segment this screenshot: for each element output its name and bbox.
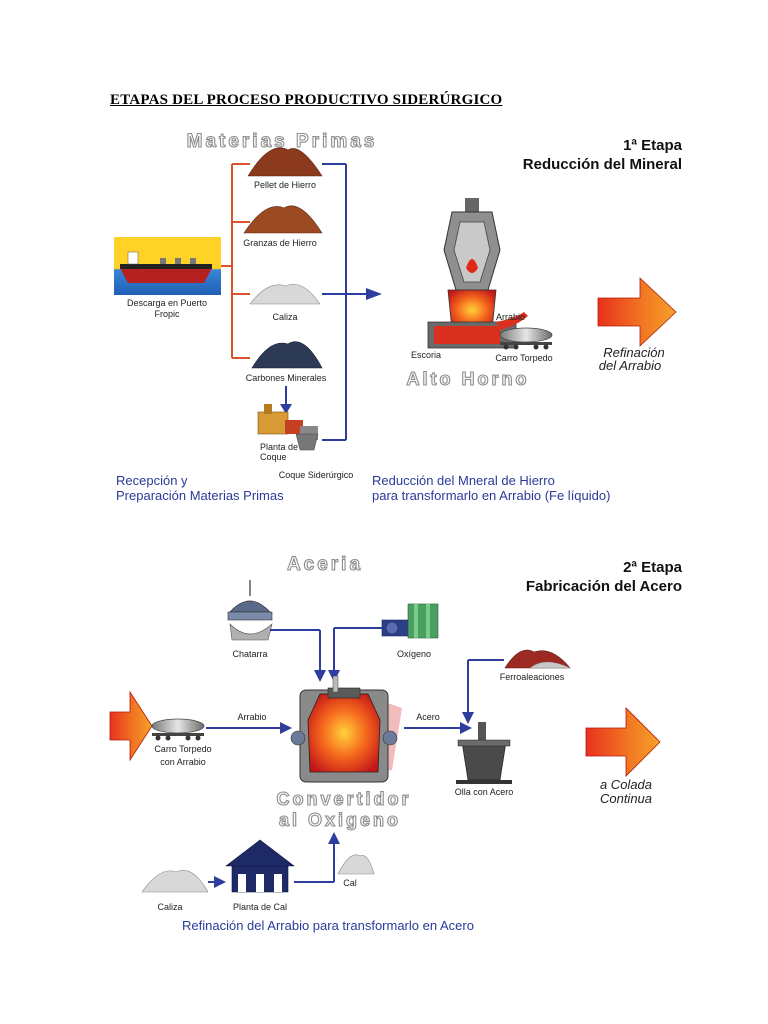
continuous-casting-arrow-icon bbox=[585, 707, 661, 777]
converter-title-line2: al Oxigeno bbox=[279, 810, 401, 830]
coke-plant-label-line2: Coque bbox=[260, 452, 287, 462]
ship-label-line1: Descarga en Puerto bbox=[127, 298, 207, 308]
document-title: ETAPAS DEL PROCESO PRODUCTIVO SIDERÚRGIC… bbox=[110, 92, 503, 108]
lime-arrowhead bbox=[328, 832, 340, 844]
oxygen-label: Oxígeno bbox=[397, 649, 431, 659]
steelworks-title: Aceria bbox=[287, 554, 363, 575]
scrap-label: Chatarra bbox=[232, 649, 267, 659]
caption-reduction-line2: para transformarlo en Arrabio (Fe líquid… bbox=[372, 488, 610, 503]
lime-feed-line bbox=[294, 842, 335, 883]
next-stage-label-line1: Refinación bbox=[603, 345, 664, 360]
incoming-stage-arrow-icon bbox=[109, 690, 153, 762]
raw-material-bracket bbox=[221, 163, 250, 359]
iron-pellet-pile-icon bbox=[247, 147, 323, 177]
next-stage-label-line2: del Arrabio bbox=[599, 358, 661, 373]
blast-furnace-icon bbox=[427, 198, 528, 349]
limestone-arrowhead bbox=[214, 876, 226, 888]
torpedo-car-label: Carro Torpedo bbox=[495, 353, 552, 363]
stage1-name: Reducción del Mineral bbox=[523, 156, 682, 173]
stage1-number: 1ª Etapa bbox=[623, 137, 683, 154]
ship-label-line2: Fropic bbox=[154, 309, 180, 319]
caption-refining: Refinación del Arrabio para transformarl… bbox=[182, 918, 474, 933]
ferroalloy-label: Ferroaleaciones bbox=[500, 672, 565, 682]
lime-pile-icon bbox=[337, 854, 375, 875]
caption-reduction-line1: Reducción del Mneral de Hierro bbox=[372, 473, 555, 488]
limestone-stage2-label: Caliza bbox=[157, 902, 182, 912]
stage2-name: Fabricación del Acero bbox=[526, 578, 682, 595]
stage2-number: 2ª Etapa bbox=[623, 559, 683, 576]
lime-plant-icon bbox=[225, 839, 295, 893]
scrap-oxygen-feed-lines bbox=[270, 627, 382, 672]
material-label-pellet: Pellet de Hierro bbox=[254, 180, 316, 190]
steel-label: Acero bbox=[416, 712, 440, 722]
raw-materials-title: Materias Primas bbox=[187, 131, 378, 152]
continuous-casting-label-line2: Continua bbox=[600, 791, 652, 806]
slag-label: Escoria bbox=[411, 350, 441, 360]
iron-fines-pile-icon bbox=[243, 205, 323, 234]
converter-pig-iron-label: Arrabio bbox=[237, 712, 266, 722]
oxygen-converter-icon bbox=[290, 675, 402, 783]
torpedo-car-loaded-icon bbox=[151, 718, 205, 741]
feed-arrowhead bbox=[366, 288, 382, 300]
limestone-stage2-pile-icon bbox=[141, 869, 209, 893]
materials-feed-line bbox=[322, 163, 370, 441]
converter-title-line1: Convertidor bbox=[276, 789, 411, 809]
caption-reception-line2: Preparación Materias Primas bbox=[116, 488, 284, 503]
lime-label: Cal bbox=[343, 878, 357, 888]
pig-iron-label: Arrabio bbox=[496, 312, 525, 322]
steel-arrowhead bbox=[460, 722, 472, 734]
next-stage-arrow-icon bbox=[597, 277, 677, 347]
coke-label: Coque Siderúrgico bbox=[279, 470, 354, 480]
pig-iron-arrowhead bbox=[280, 722, 292, 734]
ferroalloy-arrowhead bbox=[462, 712, 474, 724]
blast-furnace-title: Alto Horno bbox=[407, 369, 530, 389]
ladle-label: Olla con Acero bbox=[455, 787, 514, 797]
coal-to-coke-arrow bbox=[280, 386, 292, 414]
continuous-casting-label-line1: a Colada bbox=[600, 777, 652, 792]
scrap-arrowhead bbox=[314, 670, 326, 682]
coke-plant-label-line1: Planta de bbox=[260, 442, 298, 452]
material-label-fines: Granzas de Hierro bbox=[243, 238, 317, 248]
coal-pile-icon bbox=[251, 341, 323, 369]
torpedo-car-icon bbox=[499, 327, 553, 350]
limestone-pile-icon bbox=[249, 283, 321, 305]
ferroalloy-feed-line bbox=[467, 659, 504, 714]
oxygen-tank-icon bbox=[381, 603, 439, 639]
scrap-magnet-icon bbox=[227, 580, 273, 641]
coke-plant-icon bbox=[257, 404, 319, 451]
material-label-coal: Carbones Minerales bbox=[246, 373, 327, 383]
cargo-ship-icon bbox=[114, 237, 221, 295]
torpedo-loaded-label-line2: con Arrabio bbox=[160, 757, 206, 767]
torpedo-loaded-label-line1: Carro Torpedo bbox=[154, 744, 211, 754]
caption-reception-line1: Recepción y bbox=[116, 473, 188, 488]
lime-plant-label: Planta de Cal bbox=[233, 902, 287, 912]
steel-ladle-icon bbox=[456, 722, 512, 784]
material-label-limestone: Caliza bbox=[272, 312, 297, 322]
